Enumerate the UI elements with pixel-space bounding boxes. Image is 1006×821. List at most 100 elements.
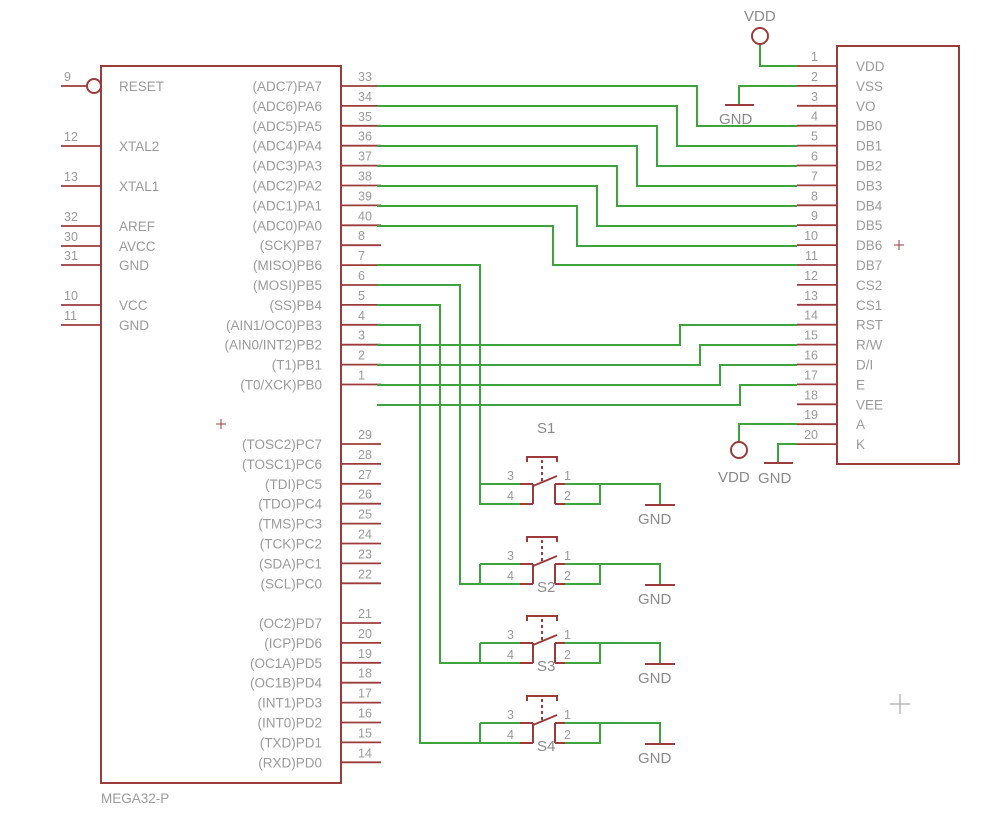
lcd-component[interactable]: 1VDD2VSS3VO4DB05DB16DB27DB38DB49DB510DB6…	[797, 45, 960, 465]
mcu-component[interactable]: MEGA32-P 9RESET12XTAL213XTAL132AREF30AVC…	[61, 65, 381, 806]
mcu-right-pin[interactable]: 22(SCL)PC0	[260, 567, 381, 591]
mcu-right-pin[interactable]: 40(ADC0)PA0	[252, 209, 381, 233]
mcu-right-pin[interactable]: 23(SDA)PC1	[259, 547, 381, 571]
mcu-right-pin[interactable]: 20(ICP)PD6	[264, 627, 381, 651]
mcu-right-pin[interactable]: 28(TOSC1)PC6	[242, 448, 381, 472]
switch-pin-1: 1	[564, 549, 571, 563]
mcu-right-pin[interactable]: 26 (TDO)PC4	[258, 488, 381, 512]
cursor-crosshair	[890, 694, 910, 714]
pin-label: (SCK)PB7	[260, 238, 322, 253]
pin-label: (SS)PB4	[269, 298, 322, 313]
pin-label: DB6	[856, 238, 882, 253]
mcu-right-pin[interactable]: 7(MISO)PB6	[253, 249, 381, 273]
mcu-right-pin[interactable]: 39(ADC1)PA1	[252, 189, 381, 213]
lcd-pin[interactable]: 19A	[797, 408, 865, 432]
wire-pb5-s3	[377, 304, 480, 664]
vdd-bottom-symbol	[730, 441, 748, 459]
mcu-right-pin[interactable]: 6(MOSI)PB5	[253, 269, 381, 293]
mcu-right-pin[interactable]: 14(RXD)PD0	[258, 746, 381, 770]
lcd-pin[interactable]: 3VO	[797, 90, 876, 114]
mcu-right-pin[interactable]: 36(ADC4)PA4	[252, 130, 381, 154]
switch-right-wire	[560, 722, 661, 743]
mcu-right-pin[interactable]: 16(INT0)PD2	[257, 707, 381, 731]
switch-blade	[532, 475, 558, 487]
mcu-right-pin[interactable]: 25(TMS)PC3	[258, 508, 381, 532]
switch-pin-4: 4	[507, 648, 514, 662]
pin-label: (TDO)PC4	[258, 497, 322, 512]
mcu-right-pin[interactable]: 19(OC1A)PD5	[250, 647, 381, 671]
mcu-right-pin[interactable]: 37(ADC3)PA3	[252, 150, 381, 174]
mcu-right-pin[interactable]: 5(SS)PB4	[269, 289, 381, 313]
pin-number: 31	[64, 249, 78, 263]
mcu-right-pin[interactable]: 33(ADC7)PA7	[252, 70, 381, 94]
mcu-right-pin[interactable]: 34(ADC6)PA6	[252, 90, 381, 114]
pin-label: (ADC5)PA5	[252, 119, 322, 134]
mcu-right-pin[interactable]: 1(T0/XCK)PB0	[240, 369, 381, 393]
mcu-right-pin[interactable]: 17(INT1)PD3	[257, 687, 381, 711]
mcu-right-pin[interactable]: 4(AIN1/OC0)PB3	[226, 309, 381, 333]
pin-number: 4	[811, 110, 818, 124]
wire-pa7-db0	[377, 85, 757, 127]
pin-label: E	[856, 377, 865, 392]
switch-name: S2	[537, 579, 555, 596]
mcu-right-pin[interactable]: 15(TXD)PD1	[260, 726, 381, 750]
wire-pb2-rw	[377, 344, 797, 366]
lcd-pin[interactable]: 15R/W	[797, 329, 883, 353]
lcd-pin[interactable]: 20K	[797, 428, 865, 452]
mcu-origin-mark	[216, 419, 226, 429]
switch-pin-2: 2	[564, 489, 571, 503]
mcu-right-pin[interactable]: 2(T1)PB1	[272, 349, 381, 373]
mcu-right-pin[interactable]: 35(ADC5)PA5	[252, 110, 381, 134]
switch-pin-3: 3	[507, 549, 514, 563]
wire-pa2-db5	[377, 185, 797, 227]
wire-a-vdd	[738, 423, 797, 442]
wire-pa4-db3	[377, 145, 797, 187]
mcu-right-pin[interactable]: 24(TCK)PC2	[260, 528, 381, 552]
mcu-right-pin[interactable]: 27(TDI)PC5	[265, 468, 381, 492]
pin-label: (TOSC2)PC7	[242, 437, 322, 452]
pin-number: 17	[804, 368, 818, 382]
wire-vdd-lcd1	[759, 44, 797, 67]
mcu-right-pin[interactable]: 18(OC1B)PD4	[250, 667, 381, 691]
mcu-right-pin[interactable]: 3(AIN0/INT2)PB2	[224, 329, 381, 353]
mcu-right-pin[interactable]: 38(ADC2)PA2	[252, 170, 381, 194]
lcd-pin[interactable]: 16D/I	[797, 349, 873, 373]
pin-number: 30	[64, 230, 78, 244]
pin-number: 12	[804, 269, 818, 283]
lcd-pin[interactable]: 17E	[797, 368, 865, 392]
pin-number: 6	[811, 150, 818, 164]
pin-number: 6	[358, 269, 365, 283]
mcu-right-pin[interactable]: 8(SCK)PB7	[260, 229, 381, 253]
pin-number: 26	[358, 488, 372, 502]
mcu-right-pin[interactable]: 29(TOSC2)PC7	[242, 428, 381, 452]
wire-pb6-s2	[377, 284, 480, 585]
mcu-right-pin[interactable]: 21(OC2)PD7	[259, 607, 381, 631]
